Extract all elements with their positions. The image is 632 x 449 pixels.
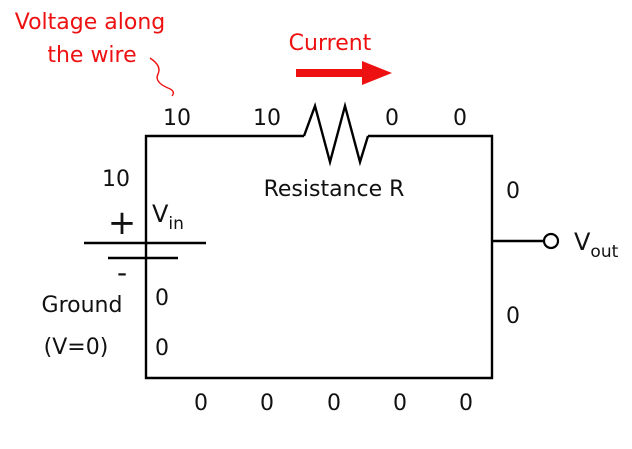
top-wire-left: [144, 134, 304, 263]
voltage-value-top: 0: [385, 106, 399, 131]
voltage-value-top: 0: [453, 106, 467, 131]
voltage-value-left: 0: [155, 336, 169, 361]
ground-label-line1: Ground: [42, 293, 123, 318]
voltage-value-left: 10: [102, 167, 130, 192]
source-minus-sign: -: [117, 256, 127, 289]
resistor-label: Resistance R: [264, 177, 405, 202]
vin-subscript: in: [168, 214, 184, 234]
voltage-value-bottom: 0: [327, 391, 341, 416]
ground-label-line2: (V=0): [44, 335, 109, 360]
voltage-value-top: 10: [253, 106, 281, 131]
source-plus-sign: +: [108, 203, 137, 243]
resistor-zigzag: [302, 101, 370, 167]
top-wire-right: [144, 134, 494, 380]
voltage-value-top: 10: [163, 106, 191, 131]
voltage-annotation-line2: the wire: [47, 43, 136, 68]
squiggle-pointer-icon: [149, 57, 175, 97]
voltage-value-bottom: 0: [393, 391, 407, 416]
vout-label: Vout: [574, 228, 619, 262]
voltage-value-right: 0: [506, 179, 520, 204]
vin-label: Vin: [152, 200, 184, 234]
voltage-value-bottom: 0: [260, 391, 274, 416]
voltage-value-bottom: 0: [194, 391, 208, 416]
current-label: Current: [289, 31, 372, 56]
voltage-value-right: 0: [506, 304, 520, 329]
voltage-annotation-line1: Voltage along: [15, 10, 165, 35]
voltage-value-left: 0: [155, 286, 169, 311]
voltage-value-bottom: 0: [459, 391, 473, 416]
current-arrow-icon: [296, 61, 392, 85]
open-circle-terminal-icon: [542, 232, 560, 250]
vout-subscript: out: [590, 242, 618, 262]
